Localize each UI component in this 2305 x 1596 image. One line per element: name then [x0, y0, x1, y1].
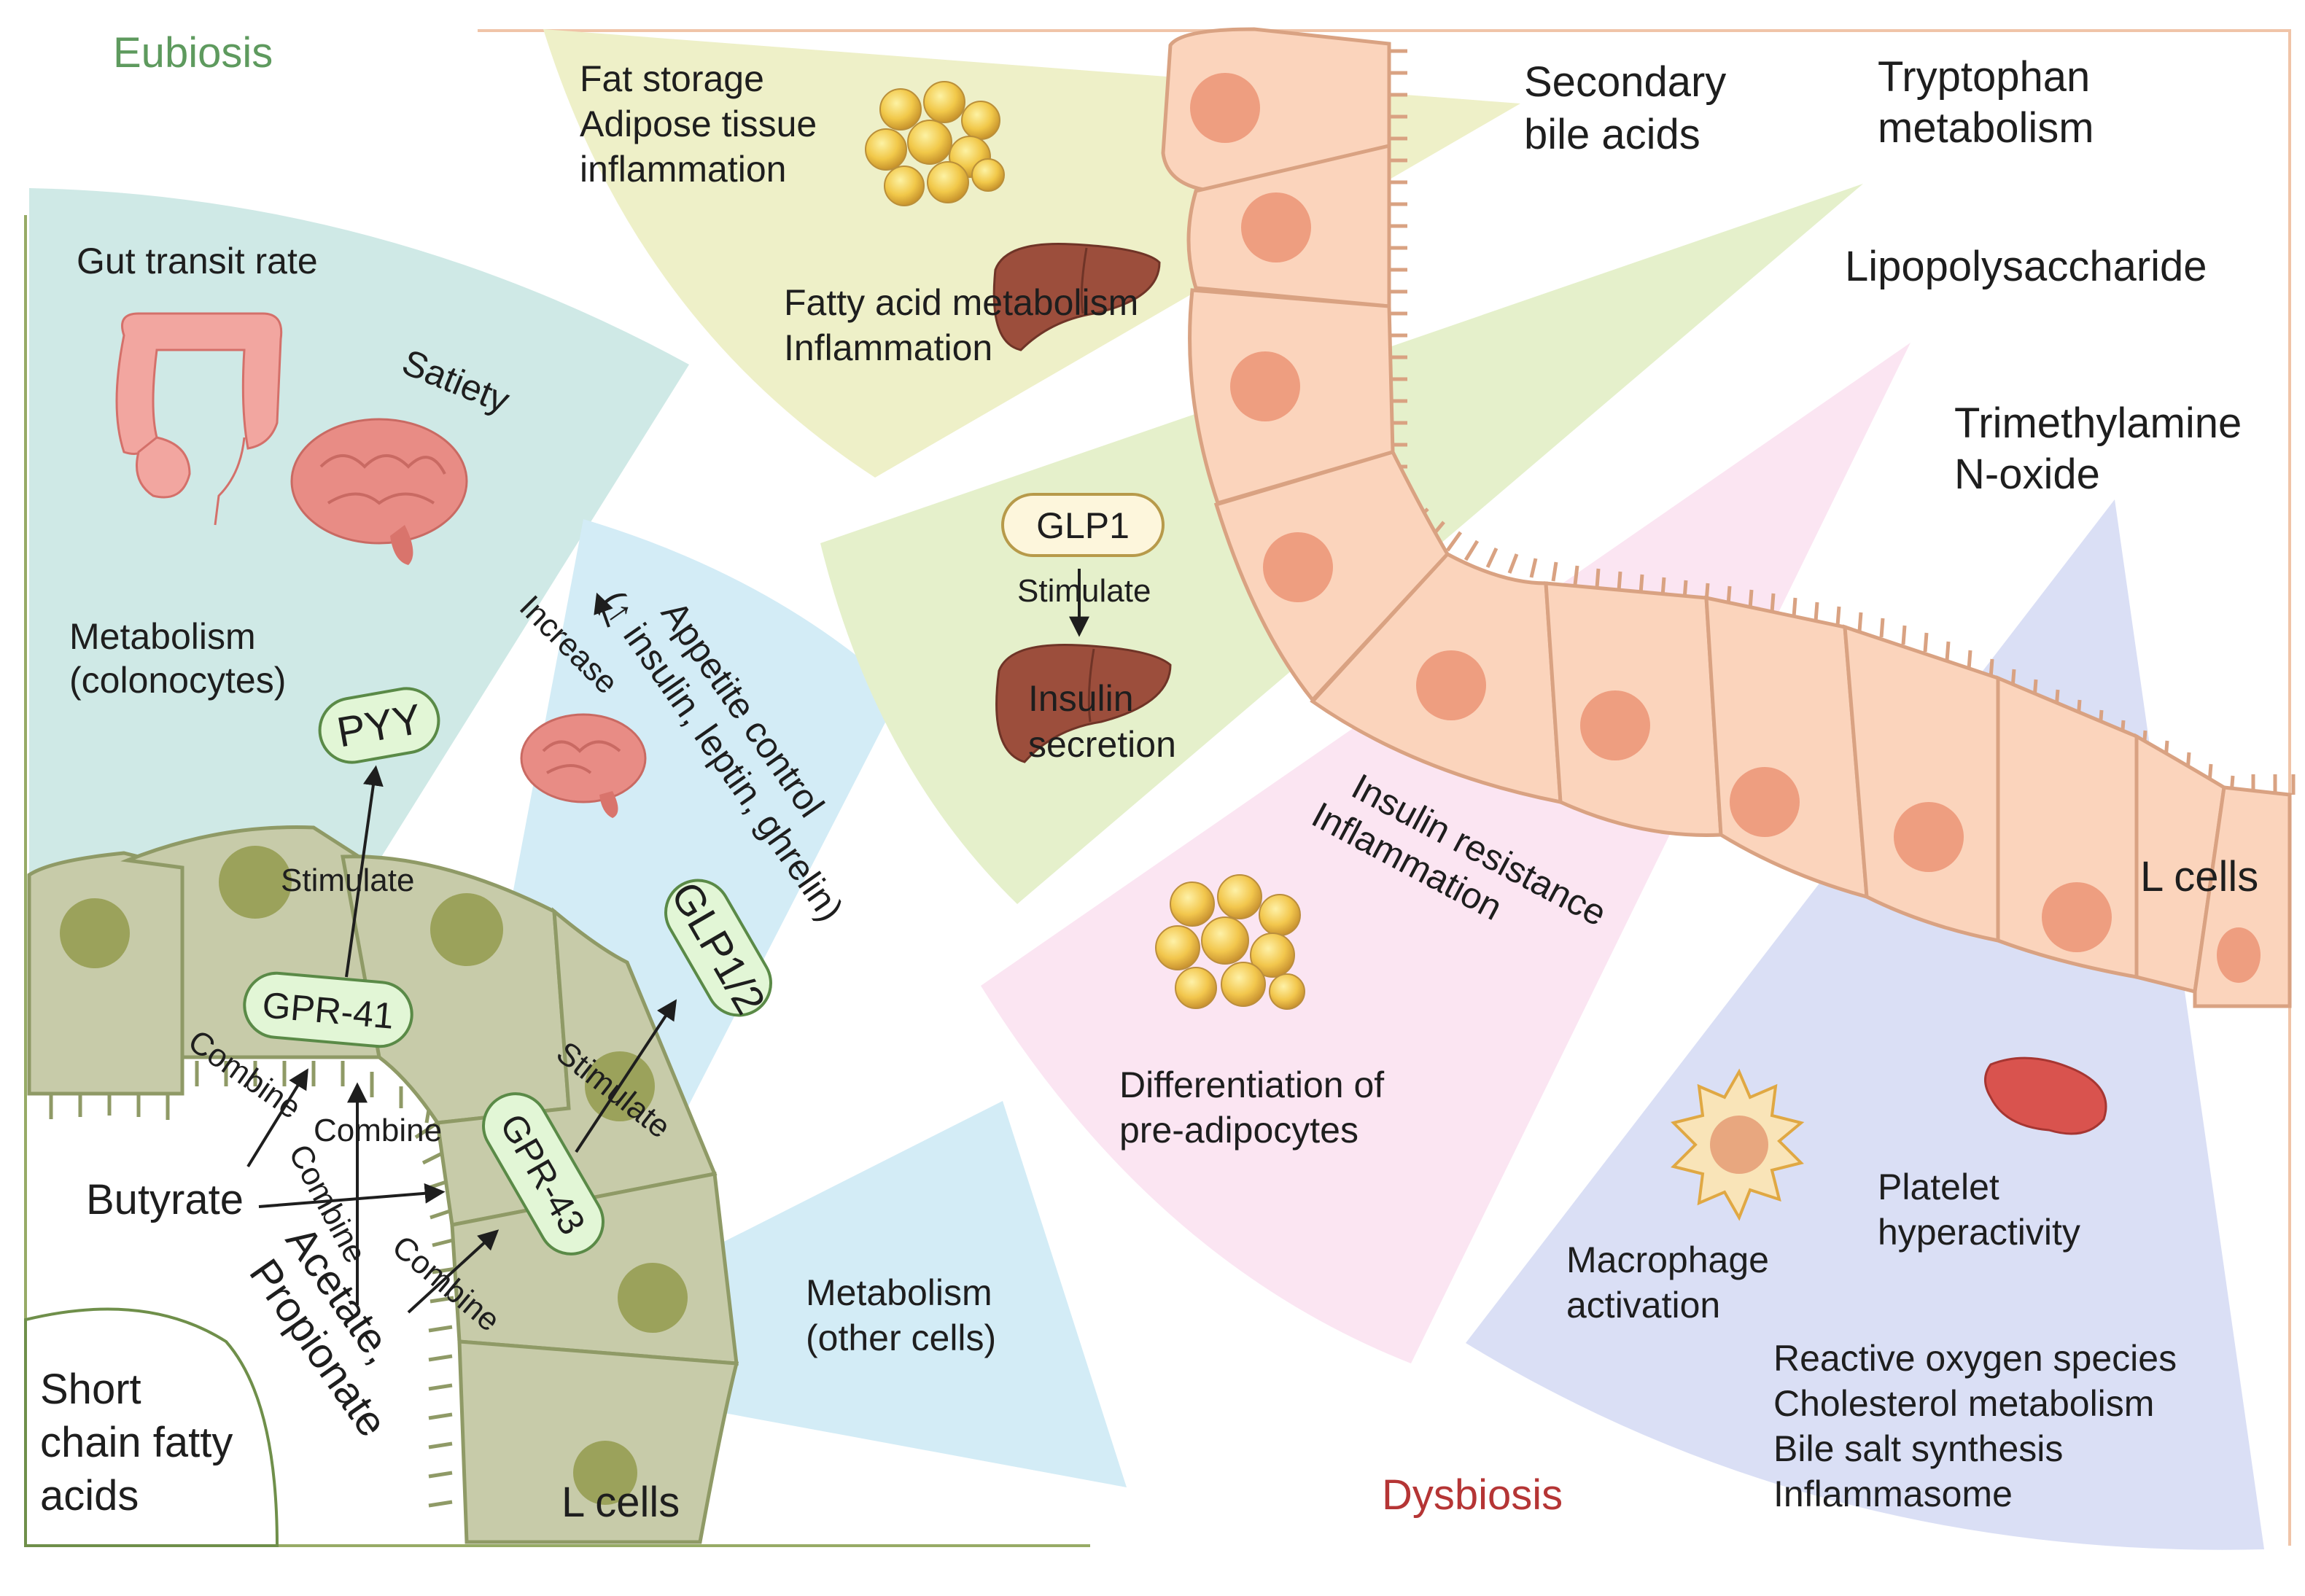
arrows [246, 569, 1089, 1314]
scfa-label: Short chain fatty acids [40, 1366, 233, 1519]
platelet-icon [1984, 1056, 2107, 1135]
right-nuclei [1190, 73, 2261, 983]
l-cells-right-label: L cells [2140, 853, 2258, 900]
insulin-secretion-line2: secretion [1028, 724, 1176, 765]
effect-bile-salt: Bile salt synthesis [1773, 1428, 2063, 1469]
brain-icon [290, 418, 468, 565]
fatty-acid-line1: Fatty acid metabolism [784, 282, 1138, 323]
colon-icon [115, 312, 283, 526]
differentiation-line2: pre-adipocytes [1119, 1110, 1358, 1151]
secondary-bile-acids-label: Secondary bile acids [1524, 58, 1726, 158]
tryptophan-line2: metabolism [1878, 104, 2094, 152]
macrophage-label: Macrophage activation [1566, 1239, 1769, 1326]
scfa-line3: acids [40, 1472, 139, 1519]
metabolism-other-line1: Metabolism [806, 1272, 992, 1313]
left-epithelium [27, 825, 739, 1544]
eubiosis-title: Eubiosis [113, 29, 273, 77]
platelet-line2: hyperactivity [1878, 1212, 2080, 1253]
insulin-secretion-label: Insulin secretion [1028, 678, 1176, 765]
fat-storage-line1: Fat storage [580, 58, 764, 99]
scfa-line1: Short [40, 1366, 141, 1413]
scfa-circle [24, 1307, 279, 1547]
brain-small-icon [520, 713, 647, 818]
combine-label-2: Combine [314, 1113, 442, 1148]
metabolism-colonocytes: Metabolism (colonocytes) [69, 616, 286, 701]
left-microvilli [49, 1061, 456, 1508]
tryptophan-label: Tryptophan metabolism [1878, 53, 2094, 152]
macrophage-line1: Macrophage [1566, 1239, 1769, 1280]
secondary-bile-line1: Secondary [1524, 58, 1726, 106]
wedge-metabolism-other [642, 1101, 1127, 1487]
preadipocyte-fat-icon [1155, 874, 1305, 1010]
platelet-line1: Platelet [1878, 1167, 1999, 1207]
dysbiosis-effects-list: Reactive oxygen species Cholesterol meta… [1773, 1338, 2177, 1514]
right-cells [1161, 27, 2292, 1008]
pyy-pill: PYY [318, 687, 440, 764]
metabolism-colonocytes-line2: (colonocytes) [69, 660, 286, 701]
tryptophan-line1: Tryptophan [1878, 53, 2090, 101]
butyrate-label: Butyrate [86, 1176, 244, 1223]
lps-label: Lipopolysaccharide [1845, 243, 2207, 290]
fatty-acid-line2: Inflammation [784, 327, 992, 368]
fat-storage-line2: Adipose tissue [580, 104, 817, 144]
macrophage-line2: activation [1566, 1285, 1720, 1326]
l-cells-left-label: L cells [561, 1479, 680, 1526]
acetate-propionate: Acetate, Propionate [240, 1218, 404, 1445]
wedge-gut-satiety [29, 188, 689, 919]
stimulate-pyy-label: Stimulate [281, 863, 414, 898]
dysbiosis-title: Dysbiosis [1382, 1471, 1563, 1519]
liver-secretion-icon [995, 643, 1172, 763]
gpr41-pill: GPR-41 [243, 971, 413, 1048]
fat-storage-line3: inflammation [580, 149, 786, 190]
liver-icon [992, 242, 1161, 351]
fat-cluster-icon [865, 81, 1005, 206]
gut-transit-label: Gut transit rate [77, 241, 318, 281]
tmao-line1: Trimethylamine [1954, 400, 2242, 447]
right-epithelium [1161, 27, 2296, 1008]
effect-inflammasome: Inflammasome [1773, 1474, 2013, 1514]
fat-storage-label: Fat storage Adipose tissue inflammation [580, 58, 817, 190]
secondary-bile-line2: bile acids [1524, 111, 1700, 158]
effect-cholesterol: Cholesterol metabolism [1773, 1383, 2154, 1424]
metabolism-other-line2: (other cells) [806, 1317, 996, 1358]
insulin-secretion-line1: Insulin [1028, 678, 1134, 719]
tmao-label: Trimethylamine N-oxide [1954, 400, 2242, 498]
scfa-line2: chain fatty [40, 1419, 233, 1466]
metabolism-colonocytes-line1: Metabolism [69, 616, 256, 657]
fatty-acid-label: Fatty acid metabolism Inflammation [784, 282, 1138, 368]
tmao-line2: N-oxide [1954, 451, 2100, 498]
differentiation-line1: Differentiation of [1119, 1064, 1384, 1105]
metabolism-other: Metabolism (other cells) [806, 1272, 996, 1358]
glp1-pill: GLP1 [1001, 493, 1165, 557]
stimulate-insulin-label: Stimulate [1017, 573, 1151, 609]
macrophage-icon [1671, 1068, 1805, 1221]
differentiation-label: Differentiation of pre-adipocytes [1119, 1064, 1384, 1151]
platelet-label: Platelet hyperactivity [1878, 1167, 2080, 1253]
glp1-label: GLP1 [1036, 505, 1130, 546]
effect-ros: Reactive oxygen species [1773, 1338, 2177, 1379]
